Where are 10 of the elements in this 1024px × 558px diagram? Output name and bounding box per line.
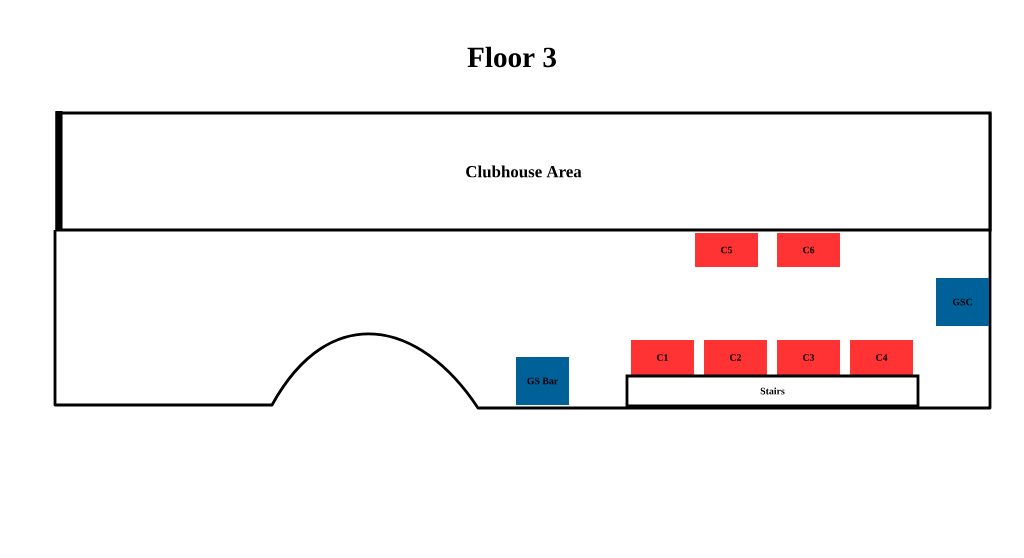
bar-box: GS Bar [516, 357, 569, 405]
booth-box: C3 [777, 339, 840, 375]
booth-box: C5 [695, 233, 759, 267]
bar-box: GSC [936, 278, 989, 326]
booth-box: C1 [631, 339, 694, 375]
booth-box: C4 [850, 339, 913, 375]
stairs-box: Stairs [625, 374, 920, 408]
title: Floor 3 [467, 46, 556, 68]
booth-box: C2 [704, 339, 767, 375]
booth-box: C6 [777, 233, 840, 267]
